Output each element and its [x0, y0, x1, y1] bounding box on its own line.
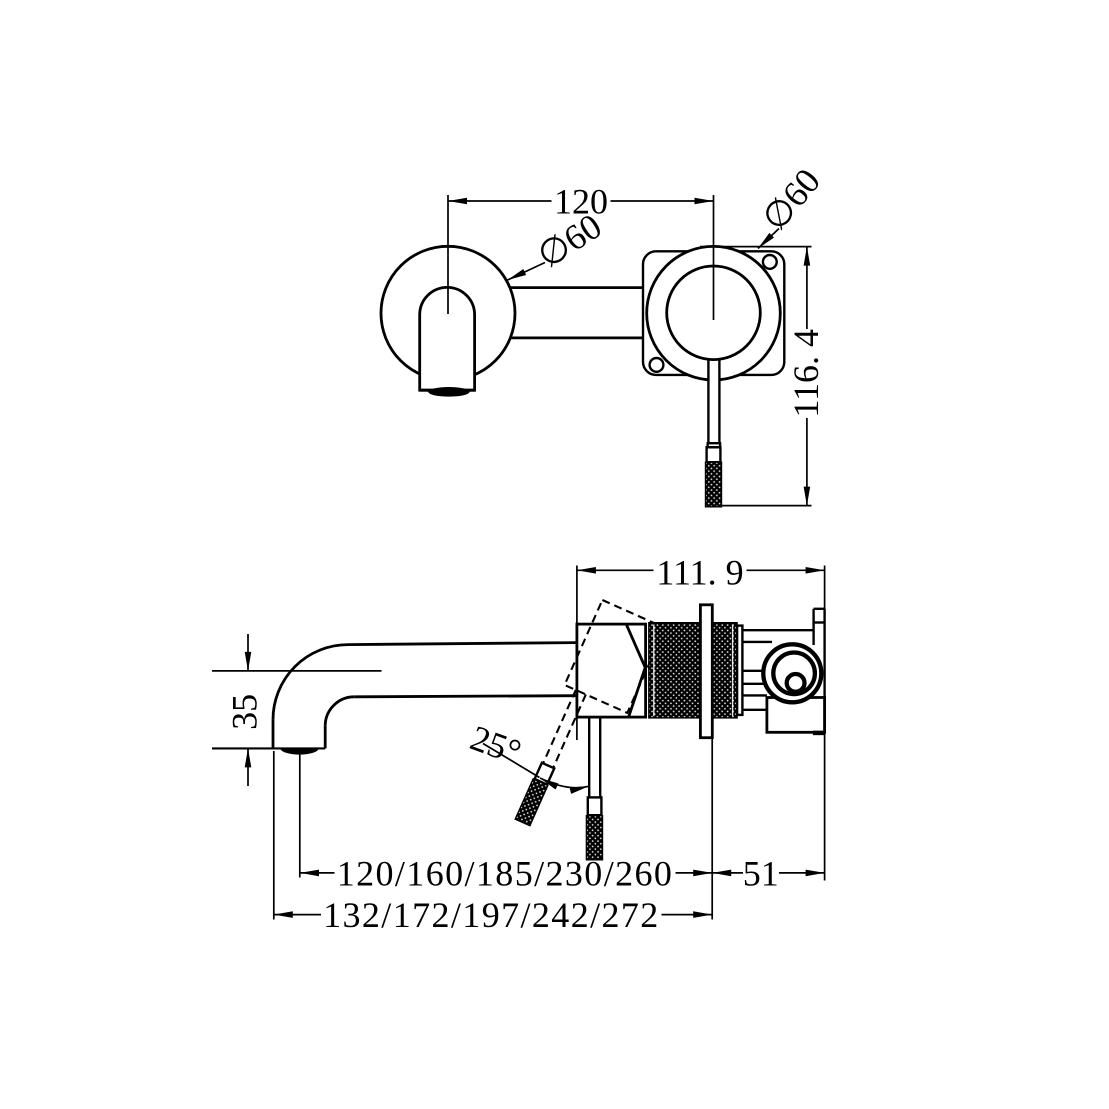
drawing-path [271, 643, 349, 720]
handle-lever-front [704, 359, 723, 508]
spout-side [212, 641, 577, 755]
inlet-port [784, 671, 807, 694]
drawing-line [354, 694, 577, 699]
dim-text-51: 51 [743, 853, 779, 893]
dimension-spout-drop: 35 [212, 634, 382, 786]
handle-head-side [575, 622, 648, 719]
drawing-line [542, 689, 577, 764]
dimension-in-wall-depth: 51 [712, 853, 825, 893]
dim-text-35: 35 [225, 694, 265, 730]
screw-hole-bottom-left [648, 356, 665, 374]
aerator-front [428, 387, 470, 397]
valve-collar [648, 622, 744, 719]
handle-grip-knurl-side [585, 814, 604, 861]
dimension-handle-drop: 116. 4 [700, 245, 826, 507]
drawing-rect [586, 796, 603, 817]
in-wall-body [742, 607, 827, 736]
wall-flange-plate [699, 603, 714, 740]
connecting-bar [500, 286, 644, 340]
drawing-rect [648, 622, 738, 719]
collar-ring [735, 624, 744, 717]
dim-text-116-4: 116. 4 [786, 329, 826, 418]
drawing-rect [589, 718, 601, 798]
dim-text-111-9: 111. 9 [656, 552, 743, 592]
drawing-path [323, 695, 355, 726]
drawing-rect [563, 598, 667, 715]
drawing-rect [705, 446, 722, 464]
drawing-path [418, 285, 476, 392]
drawing-rect [575, 622, 648, 719]
top-view: 120 ∅60 ∅60 116. 4 [379, 161, 828, 508]
drawing-line [347, 641, 577, 646]
handle-open-position [514, 598, 667, 827]
dimension-center-distance: 120 [448, 182, 714, 222]
handle-grip-knurl-open [514, 777, 549, 827]
screw-hole-top-right [761, 253, 778, 271]
handle-stem-side [585, 717, 604, 861]
drawing-line [482, 742, 540, 779]
drawing-line [552, 694, 587, 769]
dimension-spout-reach: 120/160/185/230/260 [272, 738, 714, 920]
handle-grip-knurl-front [704, 461, 723, 508]
dimension-overall-reach: 132/172/197/242/272 [273, 895, 713, 935]
spout-front [418, 285, 476, 397]
dim-text-120: 120 [554, 182, 608, 222]
lever-profile [624, 623, 647, 718]
dimension-total-depth: 111. 9 [576, 552, 826, 881]
side-view: 111. 9 35 25° 120/160/ [212, 552, 827, 935]
drawing-rect [708, 361, 720, 444]
dim-text-reach: 120/160/185/230/260 [337, 853, 674, 893]
dim-text-overall-reach: 132/172/197/242/272 [323, 895, 660, 935]
